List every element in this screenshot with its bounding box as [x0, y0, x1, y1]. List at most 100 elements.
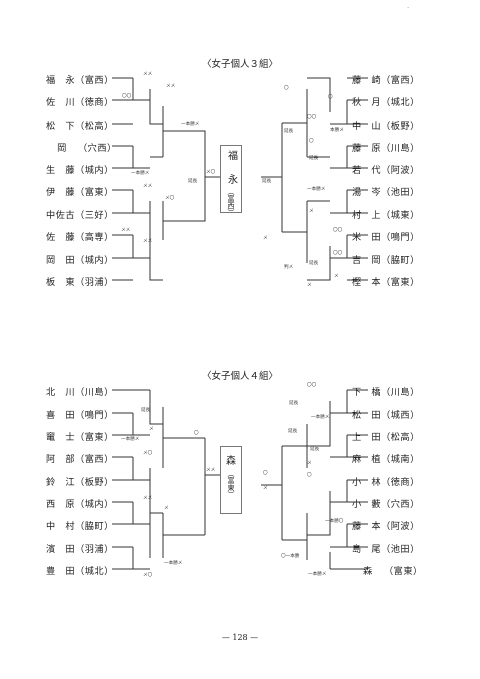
match-mark: 一本勝メ — [311, 415, 330, 420]
match-mark: 延長 — [141, 408, 151, 413]
match-mark: 〇 — [307, 473, 312, 478]
match-mark: 〇 — [284, 86, 289, 91]
match-mark: メメ — [143, 496, 153, 501]
group4-title: 〈女子個人４組〉 — [201, 371, 278, 382]
group4-winner-box: 森 （富東） — [220, 446, 242, 514]
group4-right-player-6: 小 藪（穴西） — [352, 499, 420, 510]
match-mark: メ — [149, 427, 154, 432]
match-mark: メメ — [143, 184, 153, 189]
match-mark: 延長 — [309, 156, 319, 161]
group4-winner-name: 森 — [226, 456, 236, 467]
match-mark: 一本勝〇 — [325, 519, 344, 524]
match-mark: メメ — [121, 228, 131, 233]
group4-left-player-9: 豊 田（城北） — [46, 566, 114, 577]
group3-winner-name: 福 永 — [225, 150, 237, 186]
group3-left-player-4: 岡（穴西） — [57, 143, 117, 154]
match-mark: 〇 — [194, 431, 199, 436]
match-mark: メ — [309, 209, 314, 214]
group3-left-player-6: 伊 藤（富東） — [46, 187, 114, 198]
group4-right-player-2: 松 田（城西） — [352, 410, 420, 421]
match-mark: 延長 — [309, 261, 319, 266]
group4-right-player-4: 麻 植（城南） — [352, 454, 420, 465]
group3-right-player-4: 藤 原（川島） — [352, 143, 420, 154]
group4-winner-school: （富東） — [227, 470, 235, 498]
group4-right-player-1: 下 橋（川島） — [352, 387, 420, 398]
match-mark: 一本勝メ — [121, 437, 140, 442]
group3-right-player-7: 村 上（城東） — [352, 210, 420, 221]
group3-left-player-9: 岡 田（城内） — [46, 255, 114, 266]
match-mark: 〇〇 — [307, 383, 317, 388]
group3-right-player-3: 中 山（板野） — [352, 121, 420, 132]
match-mark: 〇 — [309, 139, 314, 144]
match-mark: メ — [263, 486, 268, 491]
page-number: — 128 — — [221, 633, 259, 642]
group3-left-player-5: 生 藤（城内） — [46, 165, 114, 176]
match-mark: 一本勝メ — [181, 122, 200, 127]
match-mark: 判メ — [284, 265, 294, 270]
match-mark: 一本勝メ — [131, 171, 150, 176]
group3-right-player-1: 藤 崎（富西） — [352, 75, 420, 86]
match-mark: 一本勝メ — [308, 572, 327, 577]
match-mark: メ — [164, 506, 169, 511]
match-mark: メメ — [143, 72, 153, 77]
match-mark: メ〇 — [165, 196, 175, 201]
group3-left-player-1: 福 永（富西） — [46, 75, 114, 86]
match-mark: 〇 — [328, 95, 333, 100]
match-mark: 延長 — [284, 129, 294, 134]
group4-right-player-3: 上 田（松高） — [352, 432, 420, 443]
group3-left-player-10: 板 東（羽浦） — [46, 277, 114, 288]
group3-left-player-7: 中佐古（三好） — [46, 210, 114, 221]
match-mark: メメ — [143, 239, 153, 244]
match-mark: 〇〇 — [333, 228, 343, 233]
group4-left-player-5: 鈴 江（板野） — [46, 477, 114, 488]
match-mark: メ〇 — [206, 170, 216, 175]
match-mark: 延長 — [262, 179, 272, 184]
match-mark: メメ — [166, 84, 176, 89]
match-mark: メ — [307, 461, 312, 466]
match-mark: 延長 — [289, 401, 299, 406]
group4-right-player-8: 島 尾（池田） — [352, 544, 420, 555]
match-mark: 〇 — [263, 471, 268, 476]
corner-mark: · — [407, 4, 410, 12]
group3-right-player-10: 樫 本（富東） — [352, 277, 420, 288]
match-mark: 〇一本勝 — [281, 554, 300, 559]
match-mark: 〇〇 — [333, 251, 343, 256]
group4-left-player-6: 西 原（城内） — [46, 499, 114, 510]
match-mark: メ〇 — [143, 573, 153, 578]
group4-left-player-3: 竃 士（富東） — [46, 432, 114, 443]
match-mark: メ〇 — [143, 451, 153, 456]
match-mark: 延長 — [188, 179, 198, 184]
group3-right-player-8: 米 田（鳴門） — [352, 232, 420, 243]
match-mark: 一本勝メ — [307, 187, 326, 192]
group4-left-player-1: 北 川（川島） — [46, 387, 114, 398]
group4-left-player-8: 濱 田（羽浦） — [46, 544, 114, 555]
group3-left-player-8: 佐 藤（高専） — [46, 232, 114, 243]
group3-right-player-2: 秋 月（城北） — [352, 97, 420, 108]
group4-right-player-9: 森（富東） — [363, 566, 423, 577]
group3-right-player-6: 湯 岑（池田） — [352, 187, 420, 198]
match-mark: メ — [334, 274, 339, 279]
match-mark: メメ — [206, 468, 216, 473]
match-mark: 延長 — [288, 429, 298, 434]
match-mark: メ — [307, 283, 312, 288]
group3-title: 〈女子個人３組〉 — [201, 59, 278, 70]
group3-left-player-3: 松 下（松高） — [46, 121, 114, 132]
group4-right-player-5: 小 林（徳商） — [352, 477, 420, 488]
group4-left-player-4: 阿 部（富西） — [46, 454, 114, 465]
group4-left-player-7: 中 村（脇町） — [46, 521, 114, 532]
group3-right-player-5: 若 代（阿波） — [352, 165, 420, 176]
group3-left-player-2: 佐 川（徳商） — [46, 97, 114, 108]
match-mark: 〇〇 — [307, 115, 317, 120]
group3-right-player-9: 吉 岡（脇町） — [352, 255, 420, 266]
group4-left-player-2: 喜 田（鳴門） — [46, 410, 114, 421]
match-mark: 〇〇 — [122, 94, 132, 99]
group4-right-player-7: 藤 本（阿波） — [352, 521, 420, 532]
match-mark: 一本勝メ — [164, 561, 183, 566]
group3-winner-box: 福 永 （富西） — [220, 145, 242, 216]
match-mark: メ — [263, 236, 268, 241]
match-mark: 本勝メ — [330, 128, 344, 133]
match-mark: 延長 — [310, 447, 320, 452]
